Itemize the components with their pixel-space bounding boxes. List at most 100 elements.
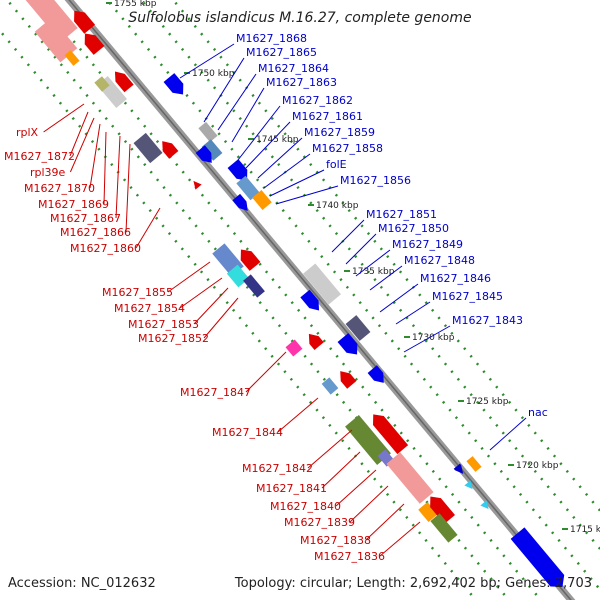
forward-label-line-16: [403, 325, 451, 353]
forward-label-9: M1627_1856: [340, 174, 411, 187]
forward-gene-block-17-shape: [510, 527, 565, 587]
forward-label-12: M1627_1849: [392, 238, 463, 251]
forward-label-line-7: [263, 153, 311, 189]
reverse-gene-block-8-shape: [133, 132, 163, 164]
forward-gene-block-6-shape: [252, 190, 272, 210]
forward-label-16: M1627_1843: [452, 314, 523, 327]
forward-gene-block-16: [480, 500, 489, 510]
scale-tick-label-3: 1740 kbp: [316, 201, 359, 211]
forward-gene-block-14: [453, 463, 464, 474]
reverse-gene-block-1-shape: [74, 10, 96, 34]
reverse-gene-block-23: [418, 502, 438, 522]
reverse-gene-block-6-shape: [114, 71, 134, 93]
forward-label-1: M1627_1865: [246, 46, 317, 59]
reverse-gene-block-13: [226, 264, 250, 288]
forward-gene-block-15: [464, 480, 473, 490]
forward-label-line-12: [355, 249, 391, 277]
forward-gene-block-10: [345, 315, 371, 341]
reverse-gene-block-12: [240, 249, 261, 271]
reverse-gene-block-24: [430, 496, 455, 524]
forward-gene-block-11: [337, 333, 358, 355]
scale-tick-label-2: 1745 kbp: [256, 135, 299, 145]
reverse-gene-block-18-shape: [340, 371, 357, 389]
guide-line-4: [139, 0, 600, 551]
reverse-gene-block-16-shape: [308, 333, 324, 350]
forward-label-line-17: [489, 417, 527, 451]
reverse-label-line-16: [335, 469, 377, 507]
forward-gene-block-8: [303, 263, 341, 305]
forward-label-line-13: [369, 265, 403, 291]
reverse-gene-block-10: [193, 180, 202, 190]
reverse-label-line-11: [203, 297, 239, 339]
forward-label-17: nac: [528, 406, 548, 419]
forward-label-10: M1627_1851: [366, 208, 437, 221]
backbone-axis-core: [68, 0, 572, 600]
reverse-gene-block-4: [64, 50, 80, 66]
reverse-label-4: M1627_1869: [38, 198, 109, 211]
forward-gene-block-5: [236, 175, 260, 201]
reverse-label-line-12: [245, 351, 287, 393]
forward-gene-block-7: [232, 193, 248, 211]
reverse-label-16: M1627_1840: [270, 500, 341, 513]
reverse-gene-block-15-shape: [285, 339, 303, 357]
reverse-gene-block-7-shape: [94, 76, 110, 92]
reverse-gene-block-19: [345, 415, 391, 465]
forward-gene-block-13: [466, 456, 482, 472]
reverse-label-line-3: [89, 123, 101, 189]
forward-gene-block-13-shape: [466, 456, 482, 472]
reverse-label-line-8: [167, 261, 211, 293]
scale-tick-label-1: 1750 kbp: [192, 69, 235, 79]
forward-gene-block-6: [252, 190, 272, 210]
reverse-label-line-5: [115, 135, 121, 219]
scale-tick-label-8: 1715 kbp: [570, 525, 600, 535]
forward-label-0: M1627_1868: [236, 32, 307, 45]
reverse-gene-block-16: [308, 333, 324, 350]
reverse-gene-block-14: [243, 274, 265, 298]
reverse-label-13: M1627_1844: [212, 426, 283, 439]
forward-label-8: folE: [326, 158, 347, 171]
reverse-label-15: M1627_1841: [256, 482, 327, 495]
forward-gene-block-9: [300, 289, 320, 311]
reverse-label-line-1: [69, 111, 89, 157]
reverse-label-line-10: [193, 287, 229, 325]
reverse-gene-block-12-shape: [240, 249, 261, 271]
reverse-label-14: M1627_1842: [242, 462, 313, 475]
forward-label-11: M1627_1850: [378, 222, 449, 235]
reverse-gene-block-0: [22, 0, 78, 43]
reverse-gene-block-2-shape: [34, 17, 78, 63]
guide-line-5: [171, 0, 600, 513]
reverse-label-19: M1627_1836: [314, 550, 385, 563]
forward-gene-block-4-shape: [227, 159, 248, 181]
scale-tick-label-4: 1735 kbp: [352, 267, 395, 277]
forward-label-line-11: [345, 233, 377, 265]
forward-gene-block-5-shape: [236, 175, 260, 201]
reverse-gene-block-9-shape: [162, 141, 179, 159]
reverse-gene-block-7: [94, 76, 110, 92]
reverse-label-18: M1627_1838: [300, 534, 371, 547]
genome-title: Sulfolobus islandicus M.16.27, complete …: [128, 10, 472, 26]
reverse-label-3: M1627_1870: [24, 182, 95, 195]
forward-label-line-6: [257, 137, 303, 179]
reverse-gene-block-3: [84, 33, 105, 55]
reverse-gene-block-9: [162, 141, 179, 159]
reverse-gene-block-22-shape: [386, 452, 434, 504]
reverse-gene-block-2: [34, 17, 78, 63]
reverse-label-11: M1627_1852: [138, 332, 209, 345]
reverse-gene-block-6: [114, 71, 134, 93]
reverse-gene-block-18: [340, 371, 357, 389]
reverse-gene-block-22: [386, 452, 434, 504]
forward-label-4: M1627_1862: [282, 94, 353, 107]
forward-gene-block-7-shape: [232, 193, 248, 211]
forward-label-15: M1627_1845: [432, 290, 503, 303]
reverse-gene-block-15: [285, 339, 303, 357]
forward-gene-block-2: [201, 139, 223, 161]
reverse-gene-block-13-shape: [226, 264, 250, 288]
reverse-gene-block-23-shape: [418, 502, 438, 522]
scale-tick-label-5: 1730 kbp: [412, 333, 455, 343]
reverse-label-line-14: [307, 429, 353, 469]
forward-gene-block-3-shape: [195, 145, 212, 163]
reverse-label-6: M1627_1866: [60, 226, 131, 239]
forward-label-line-0: [179, 43, 235, 79]
forward-label-line-10: [331, 219, 365, 253]
